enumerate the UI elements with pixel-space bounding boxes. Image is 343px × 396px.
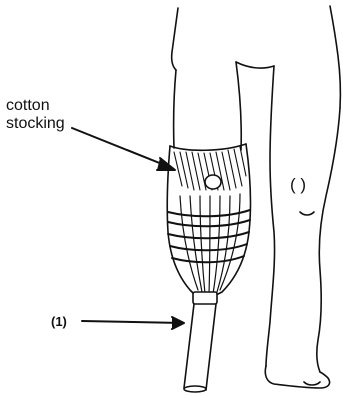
hip-outline: [172, 8, 178, 70]
crotch-line: [236, 62, 274, 68]
right-leg-mark: ( ): [290, 176, 306, 193]
pylon: [184, 292, 217, 392]
cotton-label-line1: cotton: [6, 97, 65, 115]
hip-right-outline: [330, 6, 340, 108]
sound-leg: [265, 66, 340, 388]
thigh-left-edge: [174, 70, 176, 148]
cotton-label-line2: stocking: [6, 115, 65, 133]
socket: [167, 144, 250, 296]
thigh-right-edge: [236, 62, 241, 150]
cotton-stocking-label: cotton stocking: [6, 97, 65, 133]
stocking-arrow: [72, 128, 175, 170]
pylon-arrow: [82, 317, 184, 329]
part-one-label: (1): [51, 315, 67, 328]
